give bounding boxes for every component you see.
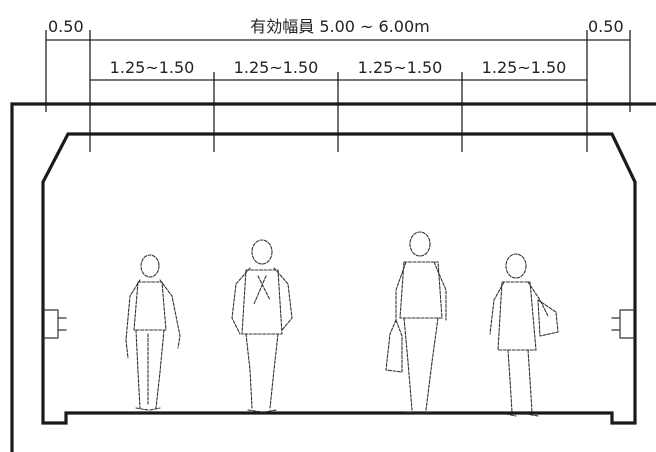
effective-width-label: 有効幅員 5.00 ~ 6.00m: [250, 17, 430, 36]
pedestrian-figure-3: [385, 231, 447, 415]
left-margin-label: 0.50: [48, 17, 84, 36]
pedestrian-figure-1: [125, 254, 181, 411]
lane-dimensions: 1.25~1.50 1.25~1.50 1.25~1.50 1.25~1.50: [90, 58, 587, 152]
outer-structure: [10, 102, 656, 452]
lane-width-label-4: 1.25~1.50: [482, 58, 567, 77]
pedestrian-figure-2: [231, 239, 293, 413]
tunnel-inner-wall: [41, 132, 637, 425]
lane-width-label-2: 1.25~1.50: [234, 58, 319, 77]
pedestrian-figure-4: [489, 253, 559, 417]
right-wall-fixture: [611, 309, 636, 339]
lane-width-label-1: 1.25~1.50: [110, 58, 195, 77]
right-margin-label: 0.50: [588, 17, 624, 36]
overall-dimension: 0.50 有効幅員 5.00 ~ 6.00m 0.50: [45, 17, 631, 152]
lane-width-label-3: 1.25~1.50: [358, 58, 443, 77]
left-wall-fixture: [42, 309, 67, 339]
